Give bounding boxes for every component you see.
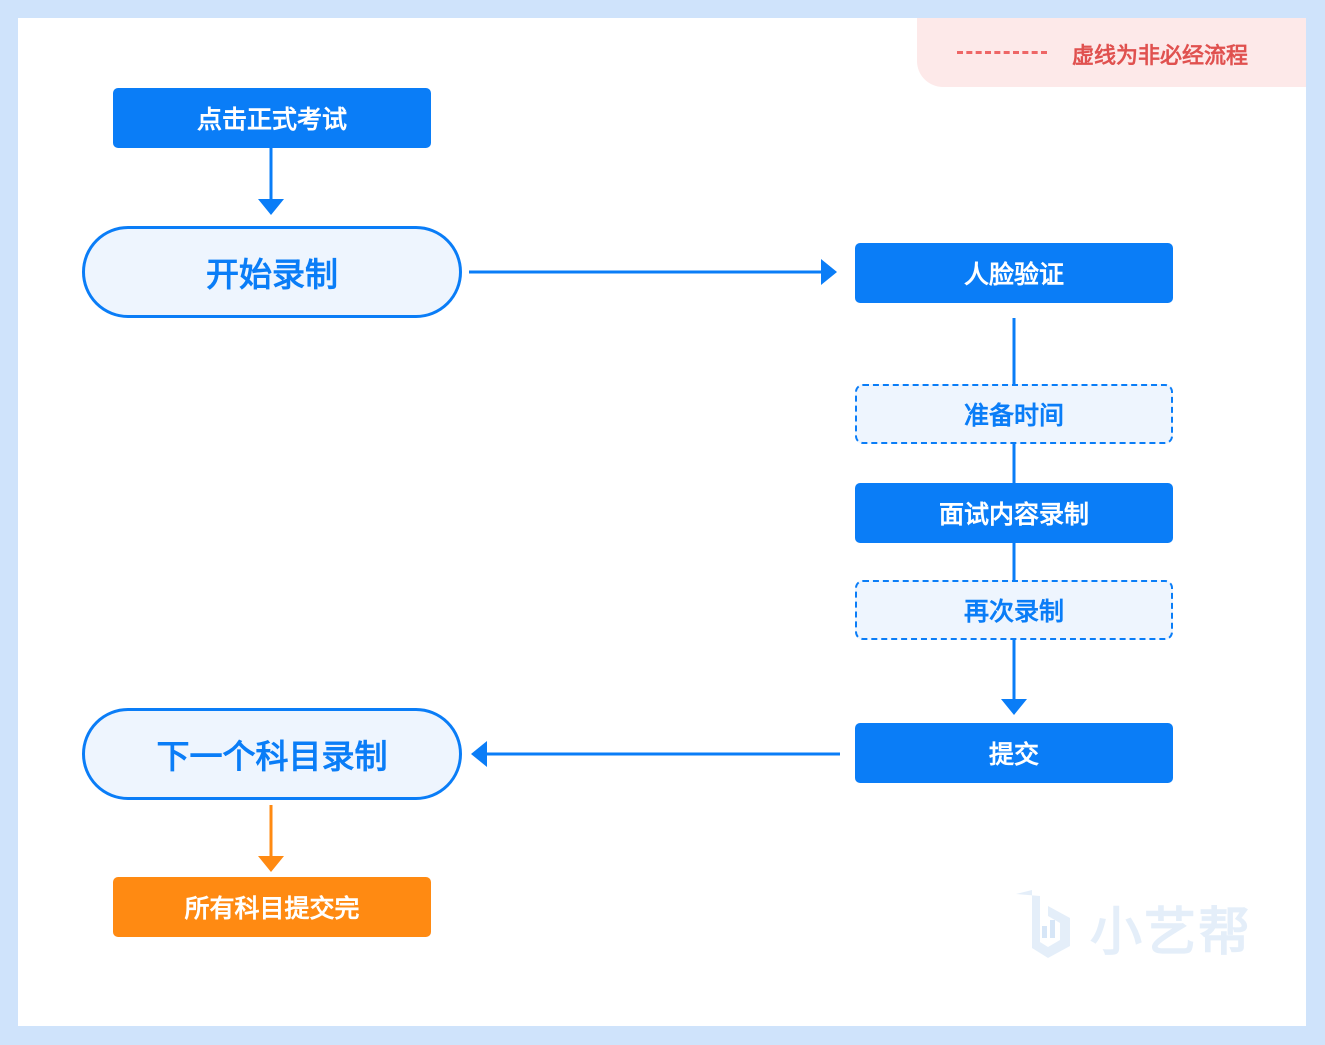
arrowhead-start-record: [258, 199, 284, 215]
node-prep-time: 准备时间: [855, 384, 1173, 444]
node-interview-record: 面试内容录制: [855, 483, 1173, 543]
legend: 虚线为非必经流程: [917, 18, 1306, 87]
legend-dashed-line: [957, 51, 1047, 54]
node-start-exam: 点击正式考试: [113, 88, 431, 148]
watermark: 小艺帮: [1010, 888, 1252, 966]
node-next-subject: 下一个科目录制: [82, 708, 462, 800]
arrowhead-all-done: [258, 856, 284, 872]
node-all-done: 所有科目提交完: [113, 877, 431, 937]
node-submit: 提交: [855, 723, 1173, 783]
arrowhead-submit: [1001, 699, 1027, 715]
arrowhead-face-verify: [821, 259, 837, 285]
node-start-record: 开始录制: [82, 226, 462, 318]
arrowhead-next-subject: [471, 741, 487, 767]
legend-label: 虚线为非必经流程: [1072, 44, 1249, 69]
node-re-record: 再次录制: [855, 580, 1173, 640]
node-face-verify: 人脸验证: [855, 243, 1173, 303]
brand-logo-icon: [1016, 890, 1070, 958]
watermark-text: 小艺帮: [1090, 902, 1253, 963]
